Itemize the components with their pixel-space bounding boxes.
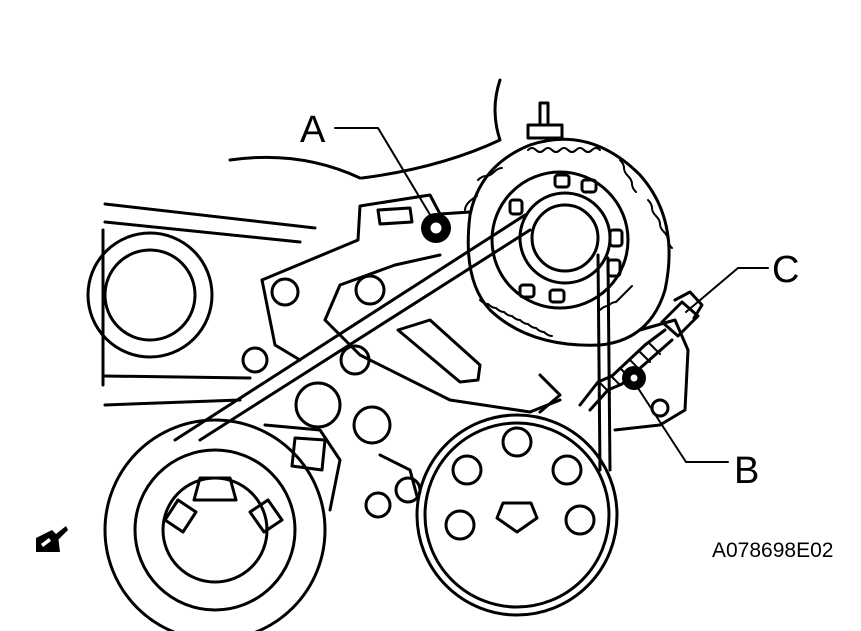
engine-block [86, 78, 502, 407]
water-pump-pulley [415, 413, 619, 617]
block-bosses [241, 274, 422, 519]
drive-belt [173, 213, 612, 472]
lock-bolt [622, 366, 646, 390]
callout-label-c: C [772, 249, 799, 291]
pivot-bolt [421, 213, 451, 243]
callout-label-a: A [300, 109, 326, 151]
adjusting-bolt [578, 290, 704, 412]
figure-code: A078698E02 [712, 539, 833, 562]
alternator [464, 101, 673, 347]
callout-label-b: B [734, 450, 759, 492]
callout-leaders [334, 127, 769, 463]
alternator-bracket [260, 193, 690, 432]
pencil-note-icon [36, 526, 68, 552]
crankshaft-pulley [103, 418, 327, 631]
